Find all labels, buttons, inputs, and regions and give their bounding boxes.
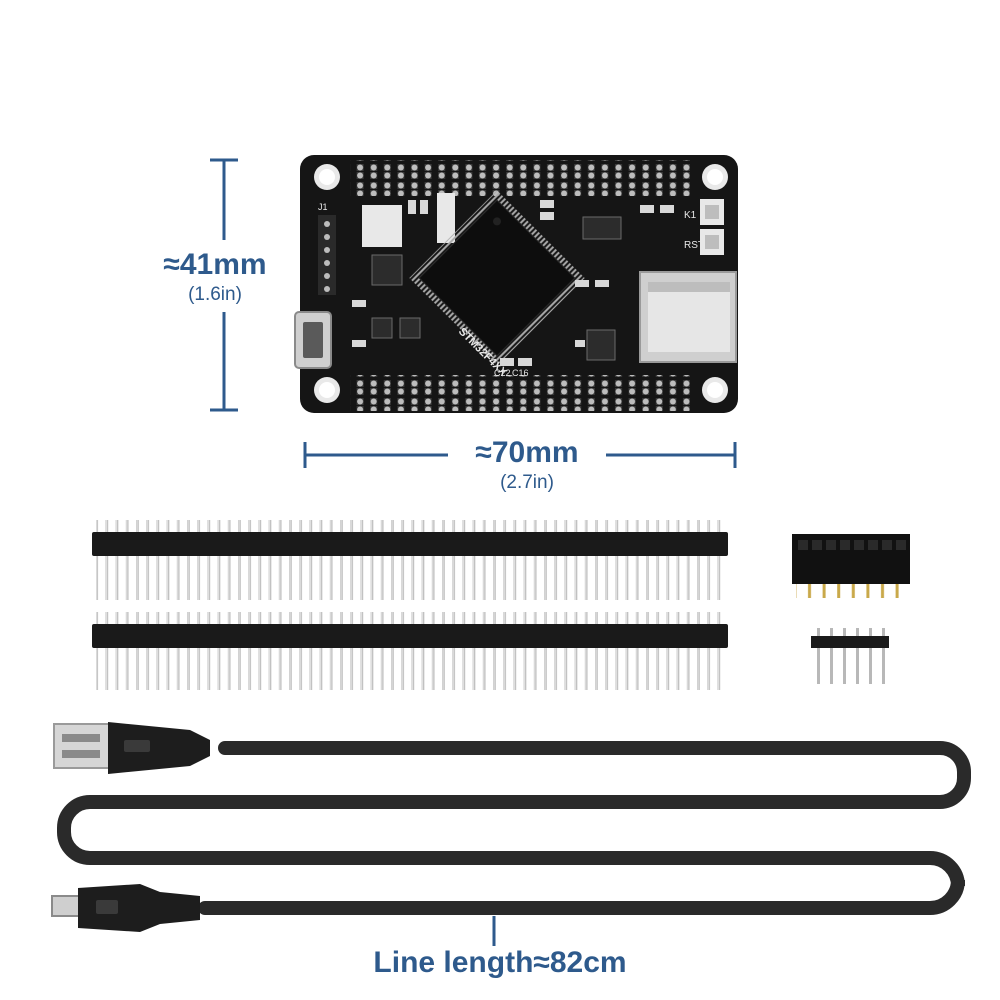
stm32-board: STM32F4XX RST K1 J1 C2 <box>294 155 738 413</box>
height-mm-label: ≈41mm <box>163 248 267 281</box>
female-header <box>792 534 910 598</box>
k1-button <box>700 229 724 255</box>
j1-label: J1 <box>318 202 328 212</box>
height-dimension <box>210 158 238 412</box>
k1-label: K1 <box>684 210 697 221</box>
height-inch-label: (1.6in) <box>188 284 242 305</box>
cable-length-label: Line length≈82cm <box>373 946 627 979</box>
male-pin-header-top <box>92 520 728 600</box>
rst-label: RST <box>684 240 704 251</box>
usb-a-plug-icon <box>53 722 210 774</box>
width-dimension <box>303 442 737 468</box>
usb-cable <box>51 722 971 932</box>
reset-button <box>700 199 724 225</box>
short-pin-header <box>811 628 889 684</box>
top-pin-header <box>350 160 690 196</box>
micro-usb-port <box>294 311 332 369</box>
bottom-pin-header <box>350 375 690 411</box>
micro-usb-plug-icon <box>51 884 200 932</box>
jtag-header <box>318 215 336 295</box>
width-inch-label: (2.7in) <box>500 472 554 493</box>
male-pin-header-bottom <box>92 612 728 690</box>
sd-card-slot <box>639 271 737 363</box>
width-mm-label: ≈70mm <box>475 436 579 469</box>
mounting-holes <box>314 164 728 403</box>
c22-label: C22 <box>494 368 511 378</box>
c16-label: C16 <box>512 368 529 378</box>
